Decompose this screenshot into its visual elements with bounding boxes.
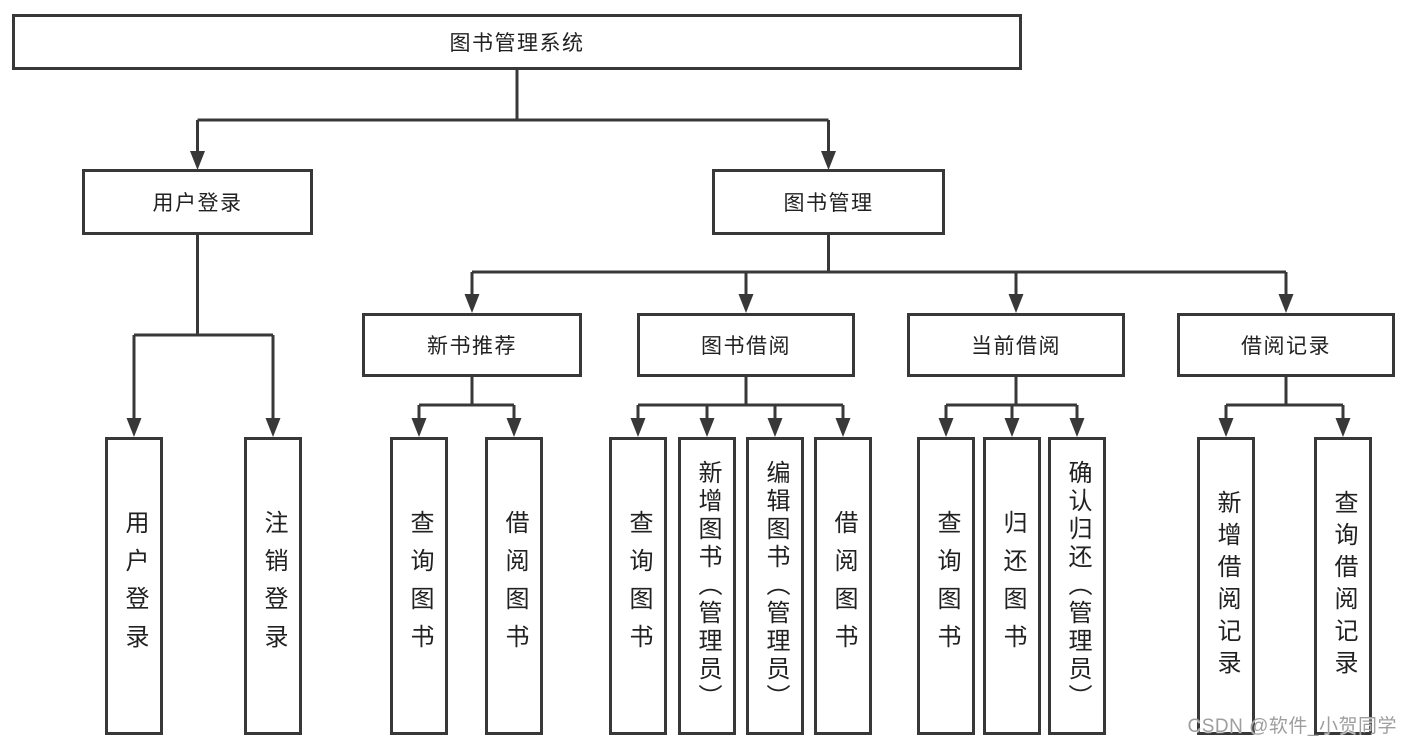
node-label: 图书管理 [783,192,874,215]
node-label: 用户登录 [152,192,243,215]
leaf-recommend-query-books: 查询图书 [390,437,448,735]
node-label: 查询图书 [406,510,433,662]
node-book-borrowing: 图书借阅 [637,313,855,377]
node-label: 用户登录 [121,510,148,662]
node-label: 当前借阅 [971,335,1061,358]
node-library-management-system: 图书管理系统 [12,14,1022,70]
node-label: 确认归还（管理员） [1064,460,1091,712]
node-label: 借阅图书 [501,510,528,662]
leaf-borrow-edit-books-admin: 编辑图书（管理员） [746,437,804,735]
node-label: 注销登录 [260,510,287,662]
node-borrowing-records: 借阅记录 [1177,313,1395,377]
leaf-records-add-record: 新增借阅记录 [1197,437,1255,735]
node-current-borrowing: 当前借阅 [907,313,1125,377]
node-new-book-recommend: 新书推荐 [362,313,582,377]
node-book-management: 图书管理 [712,169,945,235]
leaf-recommend-borrow-books: 借阅图书 [485,437,543,735]
node-label: 新书推荐 [427,335,517,358]
node-label: 归还图书 [999,510,1026,662]
leaf-records-query-record: 查询借阅记录 [1314,437,1372,735]
leaf-current-confirm-return-admin: 确认归还（管理员） [1048,437,1106,735]
leaf-current-return-books: 归还图书 [983,437,1041,735]
leaf-user-login: 用户登录 [105,437,163,735]
leaf-borrow-query-books: 查询图书 [609,437,667,735]
node-label: 查询图书 [625,510,652,662]
node-label: 图书管理系统 [449,32,585,55]
node-label: 编辑图书（管理员） [762,460,789,712]
node-label: 查询借阅记录 [1330,490,1357,682]
node-label: 新增图书（管理员） [694,460,721,712]
node-label: 查询图书 [933,510,960,662]
node-label: 图书借阅 [701,335,791,358]
node-label: 新增借阅记录 [1213,490,1240,682]
csdn-watermark: CSDN @软件_小贺同学 [1187,716,1397,737]
leaf-logout: 注销登录 [244,437,302,735]
leaf-current-query-books: 查询图书 [917,437,975,735]
node-label: 借阅记录 [1241,335,1331,358]
node-user-login: 用户登录 [82,169,313,235]
leaf-borrow-borrow-books: 借阅图书 [814,437,872,735]
node-label: 借阅图书 [830,510,857,662]
leaf-borrow-add-books-admin: 新增图书（管理员） [678,437,736,735]
